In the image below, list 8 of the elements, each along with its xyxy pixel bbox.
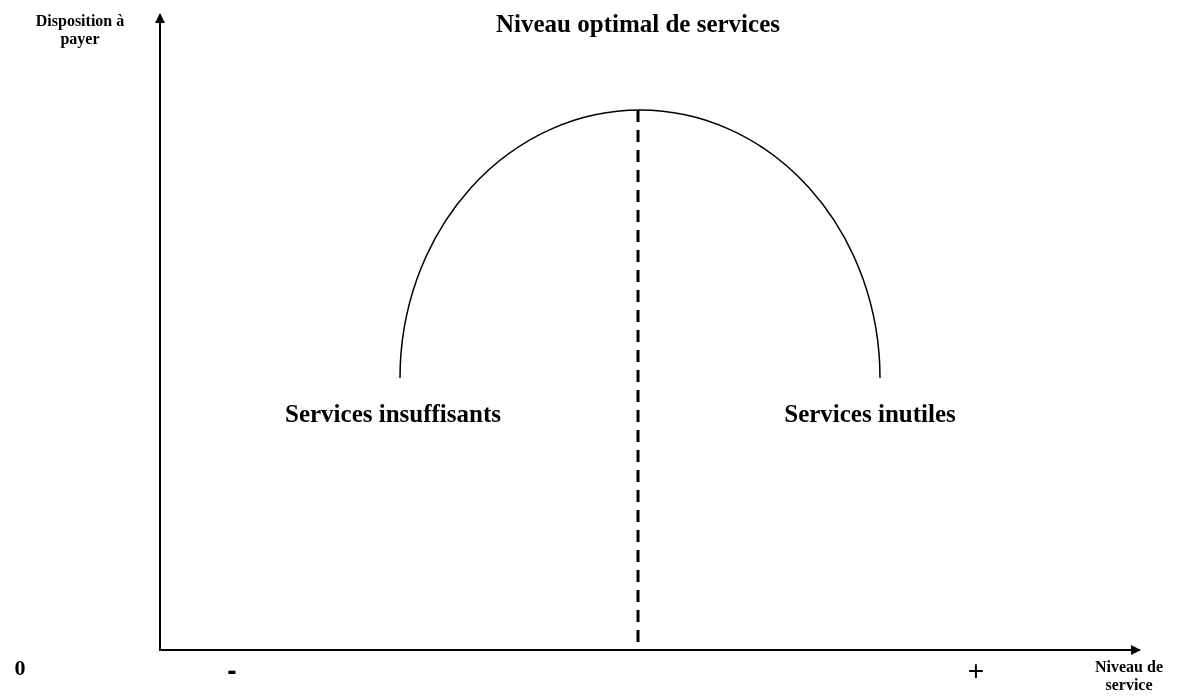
axis-title: Niveau de service xyxy=(1095,658,1163,694)
origin-label: 0 xyxy=(14,655,26,680)
region-label: Services insuffisants xyxy=(285,400,501,427)
axis-sign: - xyxy=(227,655,237,686)
axis-title: Disposition à payer xyxy=(35,12,125,48)
curve-label: Niveau optimal de services xyxy=(496,10,780,37)
axis-sign: + xyxy=(967,655,985,686)
region-label: Services inutiles xyxy=(784,400,956,427)
